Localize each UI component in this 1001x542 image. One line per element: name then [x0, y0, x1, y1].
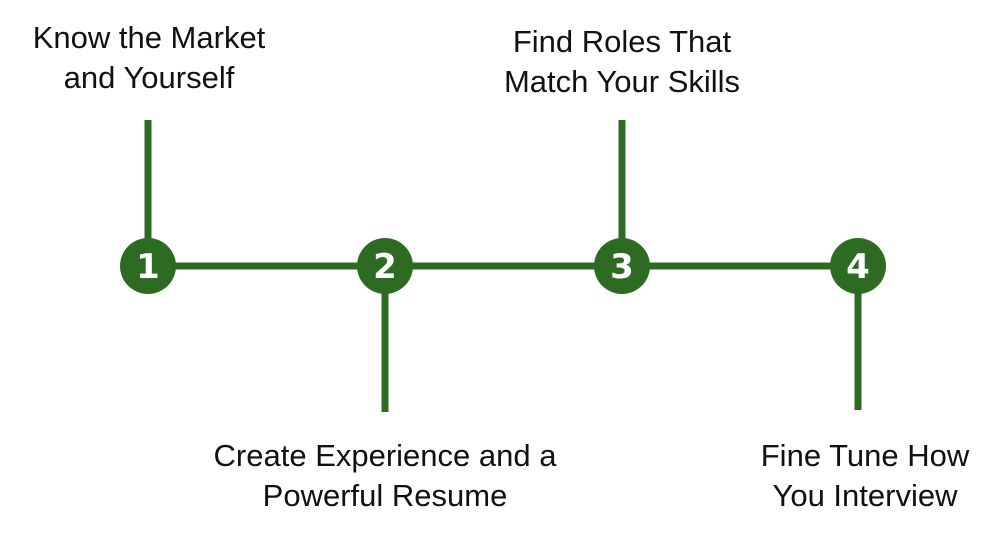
step-node-4: 4 — [830, 238, 886, 294]
step-node-circle — [830, 238, 886, 294]
step-label-2: Create Experience and a Powerful Resume — [185, 436, 585, 516]
step-label-line: Match Your Skills — [503, 64, 741, 99]
step-label-1: Know the Market and Yourself — [0, 18, 298, 98]
step-label-line: Find Roles That — [512, 24, 732, 59]
step-label-line: Create Experience and a — [213, 438, 557, 473]
step-node-circle — [594, 238, 650, 294]
step-label-line: Know the Market — [32, 20, 266, 55]
step-number-3: 3 — [610, 247, 634, 287]
step-node-1: 1 — [120, 238, 176, 294]
step-node-2: 2 — [357, 238, 413, 294]
step-number-4: 4 — [846, 247, 870, 287]
step-label-line: Fine Tune How — [760, 438, 970, 473]
step-node-circle — [120, 238, 176, 294]
step-label-line: and Yourself — [63, 60, 235, 95]
step-label-3: Find Roles That Match Your Skills — [472, 22, 772, 102]
step-label-4: Fine Tune How You Interview — [730, 436, 1000, 516]
step-number-1: 1 — [136, 247, 160, 287]
step-node-3: 3 — [594, 238, 650, 294]
step-label-line: You Interview — [772, 478, 958, 513]
step-label-line: Powerful Resume — [262, 478, 508, 513]
step-number-2: 2 — [373, 247, 397, 287]
step-node-circle — [357, 238, 413, 294]
